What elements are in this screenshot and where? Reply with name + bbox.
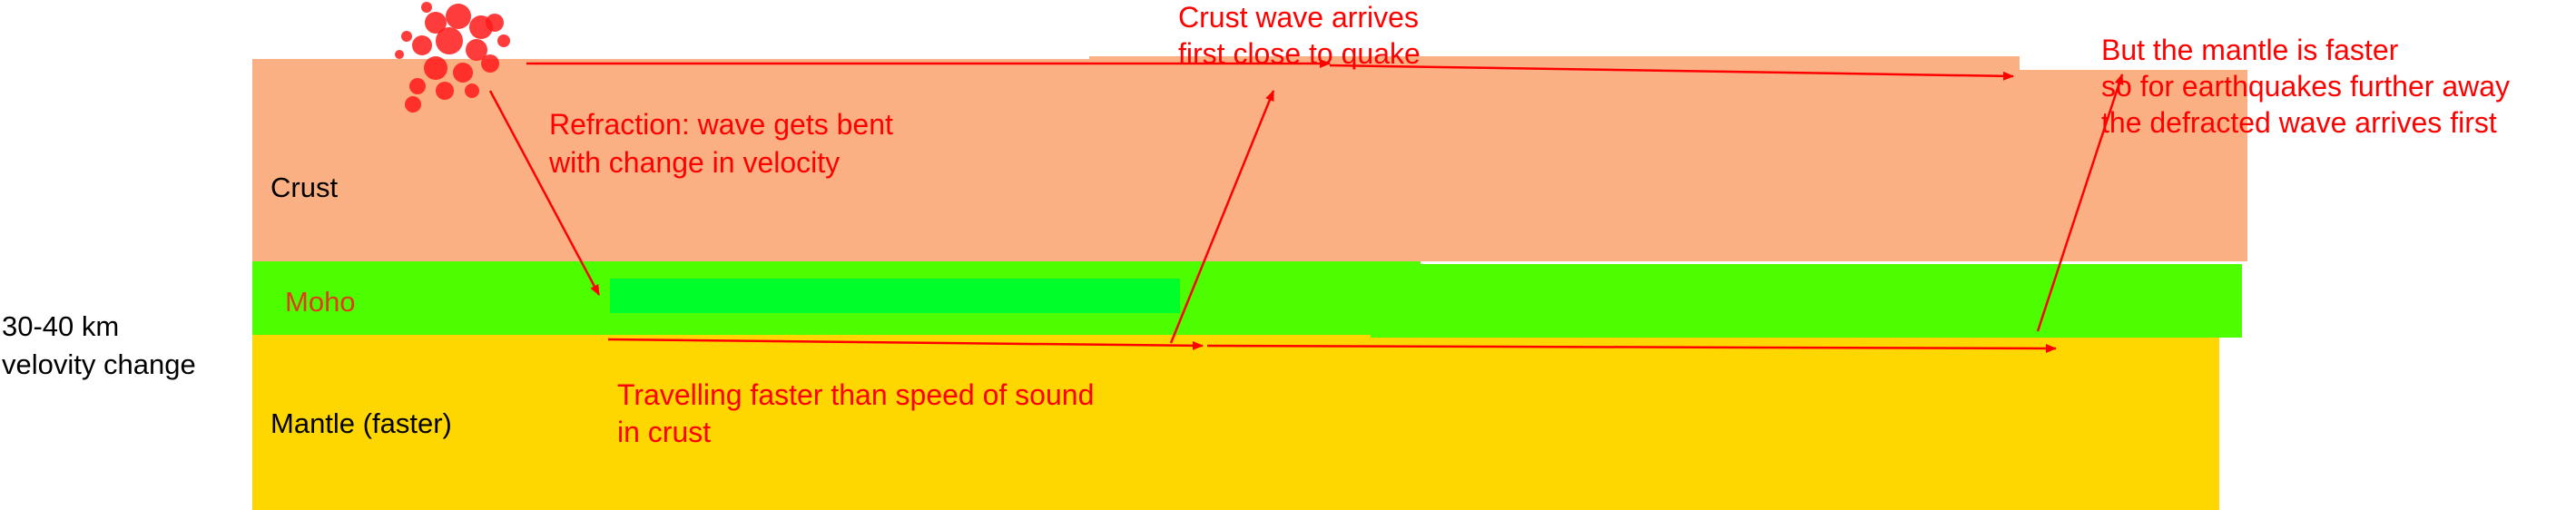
refraction-down-arrow <box>488 90 601 296</box>
mantle-faster-annotation: But the mantle is faster so for earthqua… <box>2101 34 2518 139</box>
crust-wave-annotation-line2: first close to quake <box>1178 37 1421 70</box>
direct-crust-wave-continuation-arrow <box>1329 64 2014 81</box>
moho-layer <box>252 261 2242 338</box>
mantle-faster-annotation-line2: so for earthquakes further away <box>2101 70 2510 103</box>
mantle-faster-annotation-line1: But the mantle is faster <box>2101 34 2399 66</box>
mantle-label: Mantle (faster) <box>270 407 452 439</box>
crust-layer <box>252 56 2247 261</box>
wave-paths <box>488 59 2124 353</box>
crust-wave-annotation: Crust wave arrives first close to quake <box>1178 1 1427 70</box>
earth-layers <box>252 56 2247 510</box>
refraction-annotation-line2: with change in velocity <box>548 146 840 179</box>
side-label-line1: 30-40 km <box>2 310 119 342</box>
travelling-annotation: Travelling faster than speed of sound in… <box>617 378 1102 448</box>
earthquake-icon <box>395 2 510 113</box>
mantle-layer <box>252 335 2219 510</box>
mantle-faster-annotation-line3: the defracted wave arrives first <box>2101 106 2497 139</box>
side-label: 30-40 km velovity change <box>2 310 196 380</box>
travelling-annotation-line1: Travelling faster than speed of sound <box>617 378 1094 411</box>
side-label-line2: velovity change <box>2 348 196 380</box>
refraction-annotation-line1: Refraction: wave gets bent <box>549 108 893 141</box>
crust-wave-annotation-line1: Crust wave arrives <box>1178 1 1419 34</box>
refraction-up-arrow-far <box>2036 74 2124 332</box>
crust-label: Crust <box>270 172 338 203</box>
moho-label: Moho <box>285 286 356 318</box>
moho-inner-band <box>610 279 1180 313</box>
refraction-annotation: Refraction: wave gets bent with change i… <box>548 108 901 179</box>
travelling-annotation-line2: in crust <box>617 416 711 448</box>
head-wave-arrow-2 <box>1206 343 2057 353</box>
refraction-up-arrow-near <box>1169 90 1275 344</box>
head-wave-arrow-1 <box>607 338 1204 350</box>
